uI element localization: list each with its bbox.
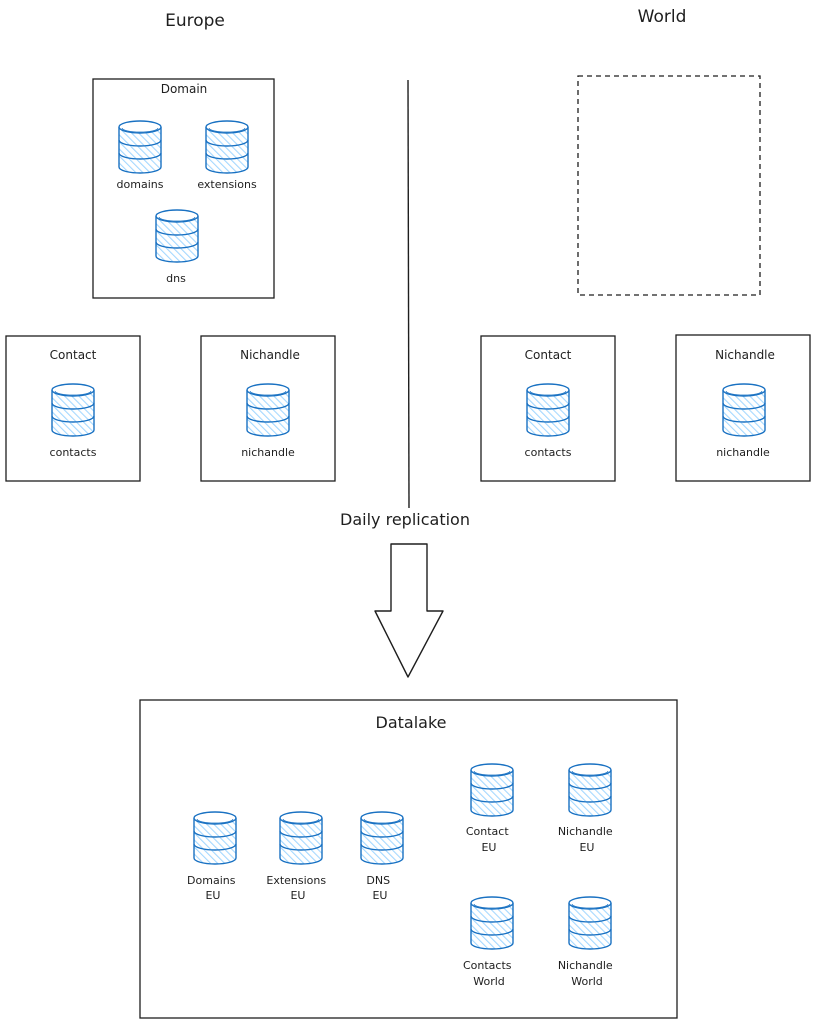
database-icon bbox=[51, 383, 95, 437]
world-contact-title: Contact bbox=[525, 348, 572, 362]
database-icon bbox=[526, 383, 570, 437]
database-icon bbox=[722, 383, 766, 437]
world-nichandle-title: Nichandle bbox=[715, 348, 775, 362]
database-icon bbox=[205, 120, 249, 174]
datalake-db-label: Contacts World bbox=[463, 959, 515, 988]
world-domain-placeholder bbox=[577, 75, 761, 296]
database-icon bbox=[246, 383, 290, 437]
datalake-db-label: Extensions EU bbox=[266, 874, 329, 902]
datalake-db-label: Nichandle World bbox=[558, 959, 616, 988]
region-divider bbox=[407, 79, 410, 509]
database-icon bbox=[279, 811, 323, 865]
europe-nichandle-box[interactable]: Nichandle nichandle bbox=[200, 335, 336, 482]
datalake-box[interactable]: Datalake Domains EU Extensions EU DNS EU… bbox=[139, 699, 678, 1019]
world-contact-box[interactable]: Contact contacts bbox=[480, 335, 616, 482]
europe-nichandle-title: Nichandle bbox=[240, 348, 300, 362]
datalake-db-label: Nichandle EU bbox=[558, 825, 616, 854]
db-label-nichandle-eu: nichandle bbox=[241, 446, 295, 459]
database-icon bbox=[568, 763, 612, 817]
db-label-extensions: extensions bbox=[197, 178, 257, 191]
europe-domain-title: Domain bbox=[161, 82, 208, 96]
database-icon bbox=[470, 896, 514, 950]
world-nichandle-box[interactable]: Nichandle nichandle bbox=[675, 334, 811, 482]
replication-label: Daily replication bbox=[340, 510, 470, 529]
database-icon bbox=[360, 811, 404, 865]
database-icon bbox=[118, 120, 162, 174]
europe-domain-box[interactable]: Domain domains extensions dns bbox=[92, 78, 275, 299]
region-title-europe: Europe bbox=[165, 11, 225, 31]
database-icon bbox=[193, 811, 237, 865]
datalake-db-label: Contact EU bbox=[466, 825, 512, 854]
datalake-title: Datalake bbox=[376, 713, 447, 732]
region-title-world: World bbox=[638, 7, 687, 27]
arrow-down-icon bbox=[374, 543, 444, 678]
db-label-dns: dns bbox=[166, 272, 186, 285]
db-label-domains: domains bbox=[117, 178, 164, 191]
database-icon bbox=[155, 209, 199, 263]
europe-contact-box[interactable]: Contact contacts bbox=[5, 335, 141, 482]
datalake-db-label: Domains EU bbox=[187, 874, 239, 902]
db-label-nichandle-world: nichandle bbox=[716, 446, 770, 459]
europe-contact-title: Contact bbox=[50, 348, 97, 362]
datalake-db-label: DNS EU bbox=[366, 874, 393, 902]
database-icon bbox=[568, 896, 612, 950]
db-label-contacts-world: contacts bbox=[525, 446, 572, 459]
database-icon bbox=[470, 763, 514, 817]
db-label-contacts-eu: contacts bbox=[50, 446, 97, 459]
